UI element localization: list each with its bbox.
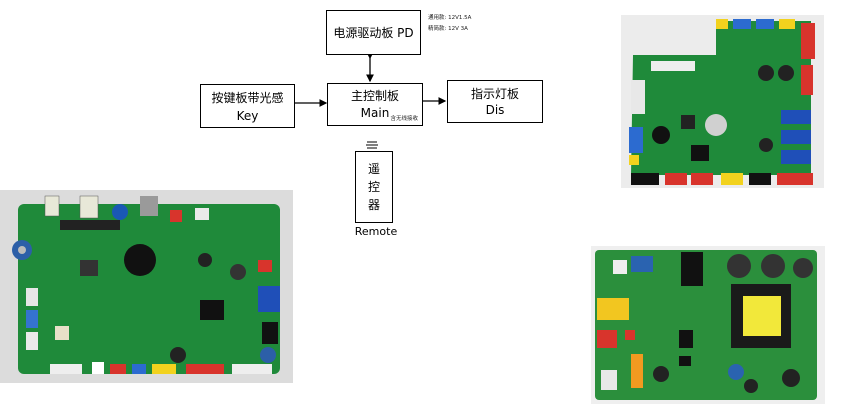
remote-char-3: 器 [367,198,380,212]
main-board-label-en: Main [360,106,390,120]
key-board-label-cn: 按键板带光感 [211,91,284,105]
display-board-label-en: Dis [485,103,505,117]
wireless-signal-icon [366,141,378,149]
remote-char-1: 遥 [367,162,380,176]
display-board-photo [621,15,824,188]
power-board-label: 电源驱动板 PD [333,26,414,40]
remote-label: Remote [354,225,398,238]
display-board-box: 指示灯板 Dis [447,80,543,123]
main-board-photo [0,190,293,383]
power-board-photo [591,246,825,404]
remote-char-2: 控 [367,180,380,194]
power-note-2: 精简款: 12V 3A [428,26,468,32]
main-board-note: 含无线接收 [390,116,418,122]
power-board-box: 电源驱动板 PD [326,10,421,55]
remote-box: 遥 控 器 [355,151,393,223]
display-board-label-cn: 指示灯板 [470,87,519,101]
main-board-box: 主控制板 Main 含无线接收 [327,83,423,126]
key-board-label-en: Key [236,109,259,123]
power-note-1: 通用款: 12V1.5A [428,15,472,21]
main-board-label-cn: 主控制板 [350,89,399,103]
key-board-box: 按键板带光感 Key [200,84,295,128]
